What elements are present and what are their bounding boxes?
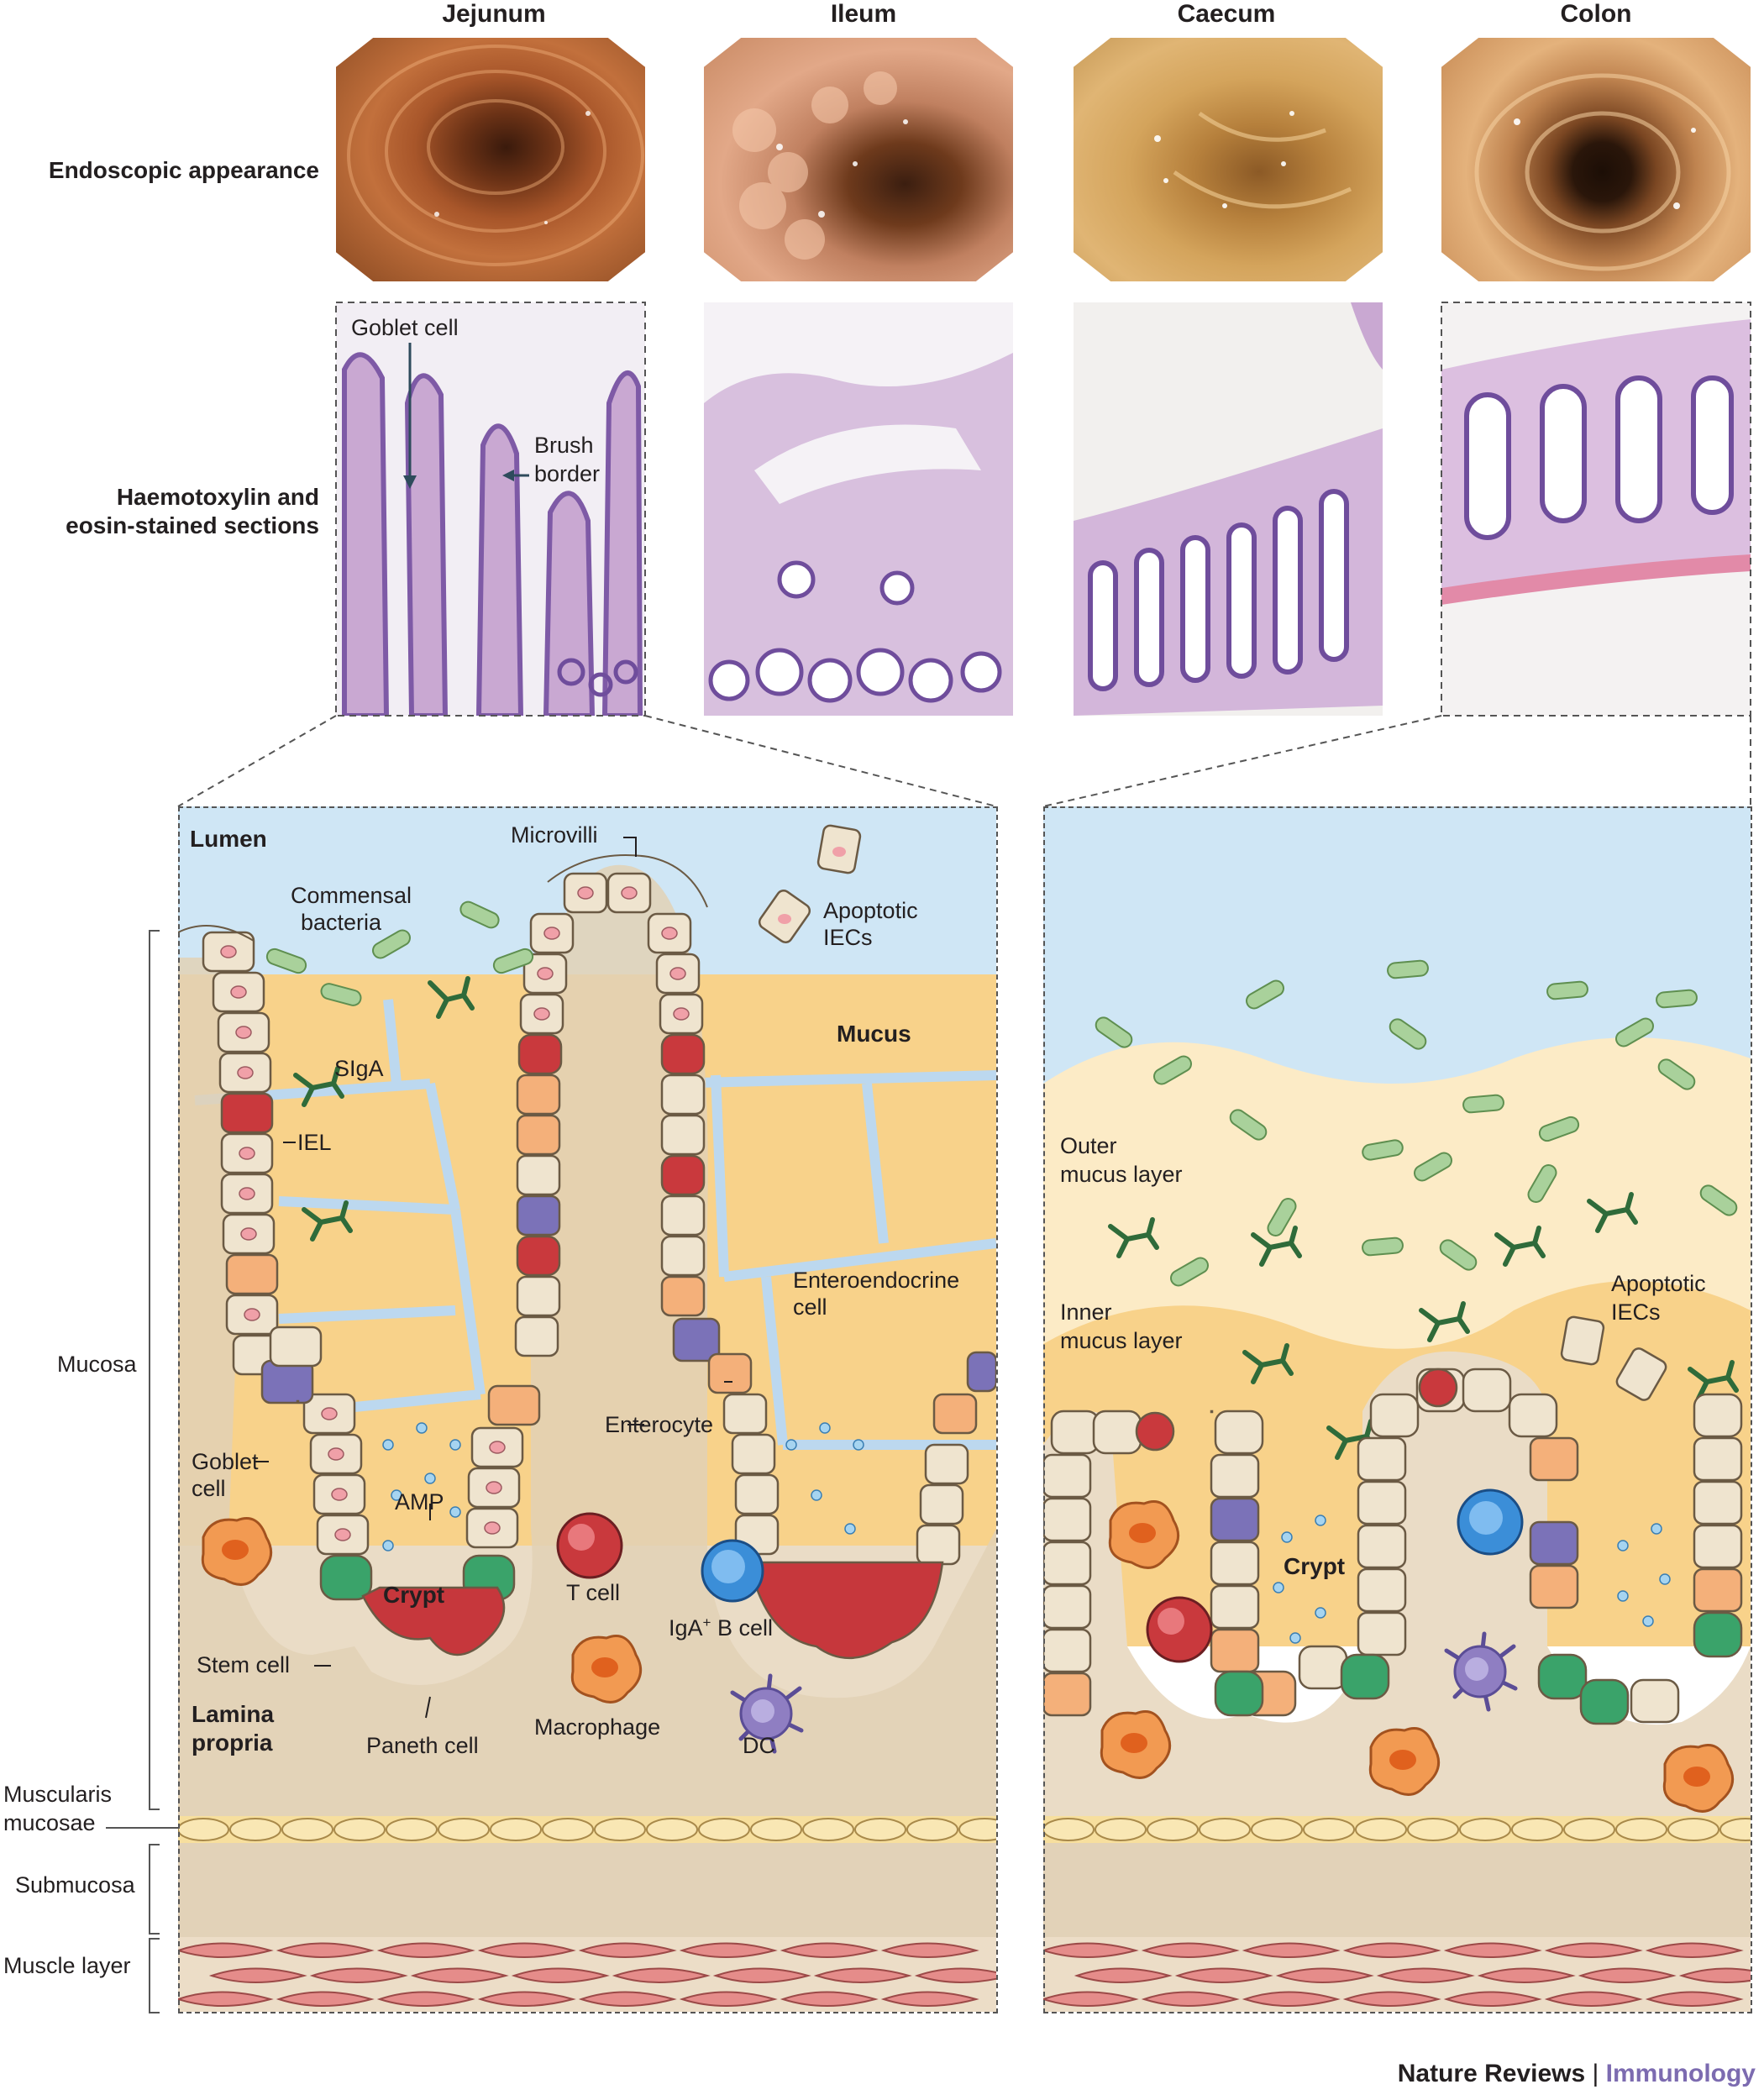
histology-image-ileum [704, 302, 1013, 716]
histology-label-brush-line2: border [534, 461, 601, 486]
label-colon-apoptotic-line1: Apoptotic [1611, 1271, 1706, 1296]
colon-diagram: Outer mucus layer Inner mucus layer Apop… [1043, 806, 1751, 2012]
label-outer-mucus-line1: Outer [1060, 1133, 1117, 1158]
label-enteroendocrine-line2: cell [793, 1294, 827, 1320]
label-colon-crypt: Crypt [1284, 1553, 1346, 1579]
label-muscularis-line2: mucosae [3, 1810, 96, 1835]
label-apoptotic-line1: Apoptotic [823, 898, 918, 923]
row-header-endoscopic: Endoscopic appearance [48, 157, 319, 183]
label-stem-cell: Stem cell [197, 1652, 291, 1677]
label-colon-apoptotic-line2: IECs [1611, 1299, 1661, 1325]
label-lumen: Lumen [190, 826, 267, 852]
endoscopic-image-ileum [704, 38, 1013, 281]
label-dc: DC [743, 1733, 775, 1758]
column-header-ileum: Ileum [830, 0, 897, 28]
column-header-jejunum: Jejunum [442, 0, 546, 28]
endoscopic-image-caecum [1074, 38, 1383, 281]
histology-image-jejunum [336, 302, 645, 716]
label-apoptotic-line2: IECs [823, 925, 873, 950]
label-muscularis-line1: Muscularis [3, 1782, 113, 1807]
label-microvilli: Microvilli [511, 822, 598, 848]
label-t-cell: T cell [566, 1580, 621, 1605]
label-goblet-line2: cell [192, 1476, 226, 1501]
label-inner-mucus-line2: mucus layer [1060, 1328, 1183, 1353]
brand-separator: | [1585, 2060, 1606, 2087]
row-header-he-line2: eosin-stained sections [66, 512, 319, 538]
side-brackets [106, 930, 178, 2013]
label-crypt: Crypt [383, 1582, 445, 1608]
histology-image-colon [1441, 302, 1751, 716]
endoscopic-image-jejunum [336, 38, 645, 281]
label-paneth-cell: Paneth cell [366, 1733, 479, 1758]
column-header-colon: Colon [1560, 0, 1632, 28]
label-lamina-line1: Lamina [192, 1701, 275, 1727]
label-iga-b-cell: IgA+ B cell [669, 1614, 773, 1641]
label-mucosa: Mucosa [57, 1352, 137, 1377]
row-header-he-line1: Haemotoxylin and [116, 484, 319, 510]
journal-credit: Nature Reviews | Immunology [1398, 2060, 1756, 2088]
label-mucus: Mucus [837, 1021, 911, 1047]
histology-label-goblet-cell: Goblet cell [351, 315, 459, 340]
journal-name: Immunology [1605, 2060, 1756, 2087]
histology-image-caecum [1074, 302, 1383, 716]
label-goblet-line1: Goblet [192, 1449, 259, 1474]
label-enteroendocrine-line1: Enteroendocrine [793, 1268, 960, 1293]
label-commensal-line1: Commensal [291, 883, 412, 908]
label-amp: AMP [395, 1489, 444, 1515]
column-header-caecum: Caecum [1177, 0, 1276, 28]
label-siga: SIgA [334, 1056, 384, 1081]
histology-label-brush-line1: Brush [534, 433, 594, 458]
label-submucosa: Submucosa [15, 1872, 135, 1898]
label-outer-mucus-line2: mucus layer [1060, 1162, 1183, 1187]
label-commensal-line2: bacteria [301, 910, 382, 935]
label-iel: IEL [297, 1130, 332, 1155]
label-lamina-line2: propria [192, 1730, 273, 1756]
brand-name: Nature Reviews [1397, 2060, 1586, 2087]
label-inner-mucus-line1: Inner [1060, 1299, 1112, 1325]
endoscopic-image-colon [1441, 38, 1751, 281]
label-macrophage: Macrophage [534, 1714, 661, 1740]
label-muscle-layer: Muscle layer [3, 1953, 131, 1978]
label-enterocyte: Enterocyte [605, 1412, 714, 1437]
small-intestine-diagram: Lumen Microvilli Commensal bacteria Apop… [178, 806, 996, 2012]
